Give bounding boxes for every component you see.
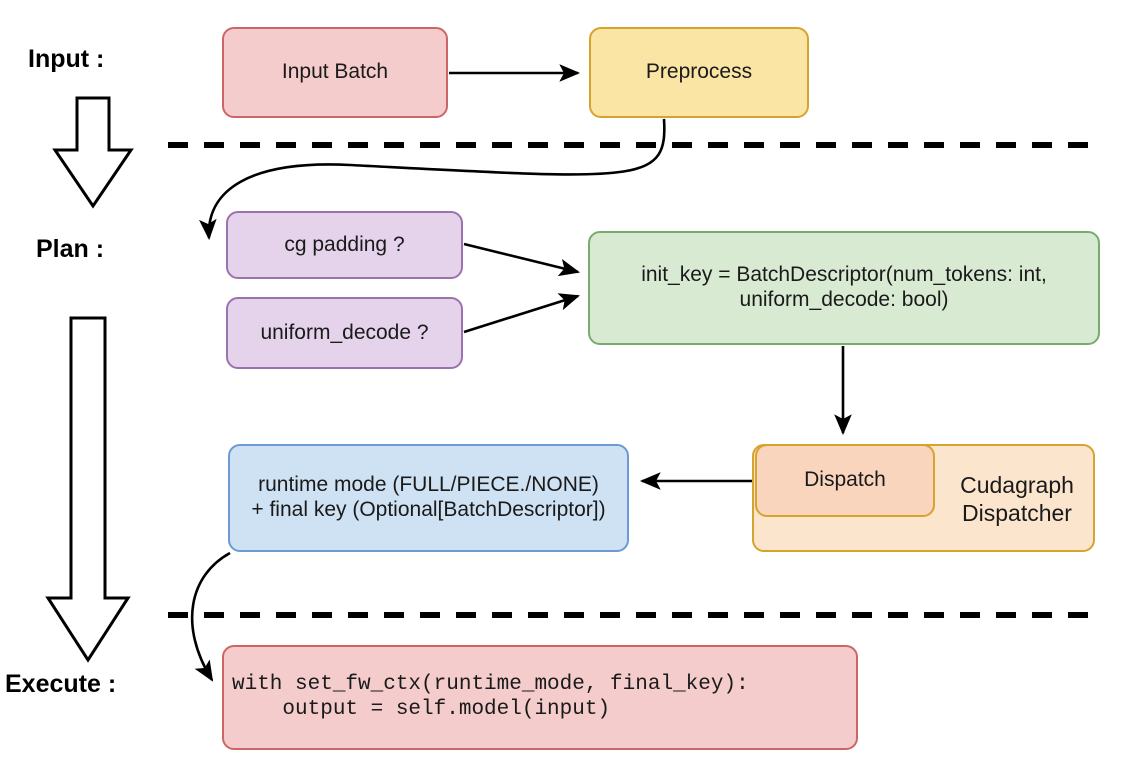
- stage-label-plan: Plan :: [36, 235, 105, 263]
- node-label-runtime-mode: runtime mode (FULL/PIECE./NONE) + final …: [251, 473, 606, 521]
- node-label-exec-code: with set_fw_ctx(runtime_mode, final_key)…: [232, 672, 749, 721]
- node-preprocess: Preprocess: [589, 27, 809, 118]
- node-uniform-decode: uniform_decode ?: [226, 297, 463, 369]
- node-label-dispatch: Dispatch: [804, 468, 886, 492]
- node-init-key: init_key = BatchDescriptor(num_tokens: i…: [588, 231, 1100, 345]
- node-label-cg-padding: cg padding ?: [284, 232, 405, 256]
- block-arrow-plan-to-execute: [45, 316, 131, 663]
- block-arrow-input-to-plan: [52, 96, 134, 209]
- node-label-init-key: init_key = BatchDescriptor(num_tokens: i…: [641, 263, 1047, 311]
- edge-uniform-decode-to-init-key: [463, 293, 580, 334]
- node-label-uniform-decode: uniform_decode ?: [260, 320, 429, 344]
- node-label-input-batch: Input Batch: [281, 60, 389, 84]
- node-input-batch: Input Batch: [222, 27, 448, 118]
- node-label-cudagraph-dispatcher: Cudagraph Dispatcher: [960, 472, 1074, 526]
- flow-block-arrows: [45, 96, 134, 663]
- node-label-preprocess: Preprocess: [645, 60, 753, 84]
- stage-label-input: Input :: [28, 45, 105, 73]
- node-runtime-mode: runtime mode (FULL/PIECE./NONE) + final …: [228, 444, 629, 552]
- connectors: [190, 64, 852, 682]
- stage-label-execute: Execute :: [5, 670, 117, 698]
- node-cg-padding: cg padding ?: [226, 211, 463, 279]
- edge-cg-padding-to-init-key: [463, 242, 581, 277]
- node-exec-code: with set_fw_ctx(runtime_mode, final_key)…: [222, 645, 858, 750]
- node-dispatch: Dispatch: [755, 444, 935, 517]
